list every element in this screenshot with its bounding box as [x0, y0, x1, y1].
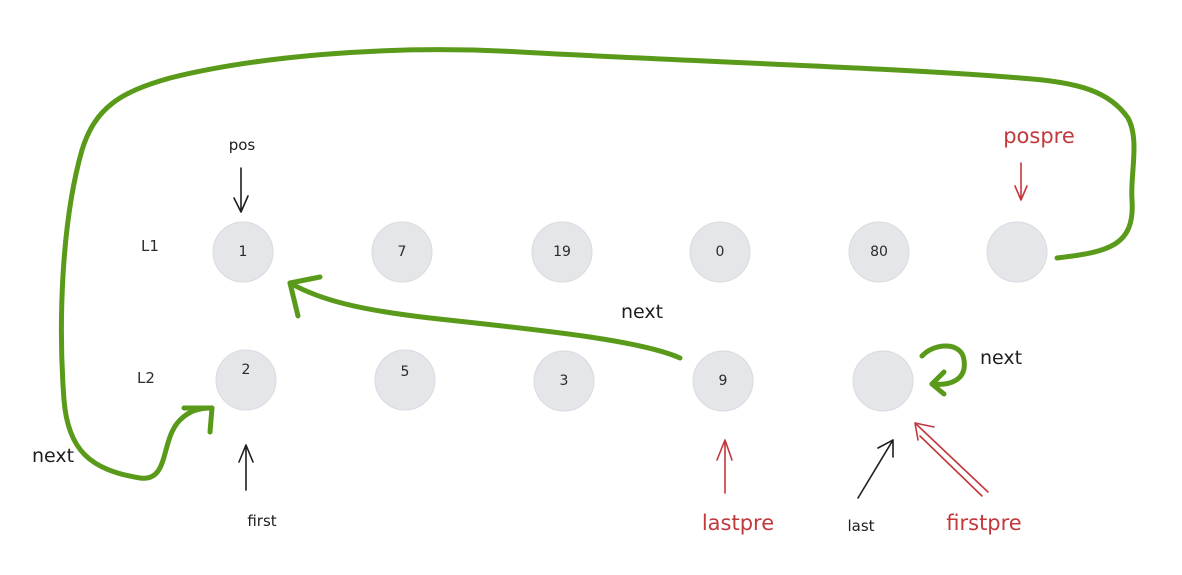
l1-node-7: 7: [371, 221, 433, 283]
next-link-9-to-1-arrowhead: [287, 274, 323, 319]
l2-node-2: 2: [215, 349, 277, 411]
l1-node-19-value: 19: [553, 244, 571, 260]
l2-node-9: 9: [692, 350, 754, 412]
row-label-l2: L2: [137, 369, 155, 387]
next-label-middle: next: [621, 301, 663, 323]
pointer-label-pospre: pospre: [1003, 124, 1075, 148]
l2-node-5-value: 5: [401, 364, 410, 380]
pointer-label-lastpre: lastpre: [702, 511, 774, 535]
l1-node-1-value: 1: [239, 244, 248, 260]
l1-node-80-value: 80: [870, 244, 888, 260]
pointer-arrow-first: [238, 444, 254, 491]
l2-node-9-value: 9: [719, 373, 728, 389]
next-label-left: next: [32, 445, 74, 467]
l1-node-1: 1: [212, 221, 274, 283]
l1-node-7-value: 7: [398, 244, 407, 260]
next-link-self-loop-arrowhead: [929, 369, 947, 397]
l1-node-empty: [986, 221, 1048, 283]
l2-node-3: 3: [533, 350, 595, 412]
l2-node-5: 5: [374, 349, 436, 411]
next-label-right: next: [980, 347, 1022, 369]
l1-node-19: 19: [531, 221, 593, 283]
next-link-self-loop: [919, 343, 967, 387]
next-link-outer-loop: [58, 47, 1137, 481]
pointer-label-firstpre: firstpre: [946, 511, 1021, 535]
pointer-arrow-lastpre: [716, 439, 733, 494]
pointer-arrow-last: [857, 439, 894, 499]
l2-node-empty: [852, 350, 914, 412]
row-label-l1: L1: [141, 237, 159, 255]
pointer-arrow-pospre: [1014, 162, 1028, 201]
l1-node-0: 0: [689, 221, 751, 283]
l1-node-80: 80: [848, 221, 910, 283]
next-link-9-to-1: [287, 280, 683, 361]
pointer-label-first: first: [247, 512, 276, 530]
pointer-arrow-pos: [233, 167, 249, 213]
l1-node-0-value: 0: [716, 244, 725, 260]
pointer-label-pos: pos: [229, 136, 256, 154]
next-link-outer-arrowhead: [181, 405, 215, 435]
pointer-arrow-firstpre: [914, 422, 989, 497]
pointer-label-last: last: [847, 517, 874, 535]
l2-node-2-value: 2: [242, 362, 251, 378]
l2-node-3-value: 3: [560, 373, 569, 389]
